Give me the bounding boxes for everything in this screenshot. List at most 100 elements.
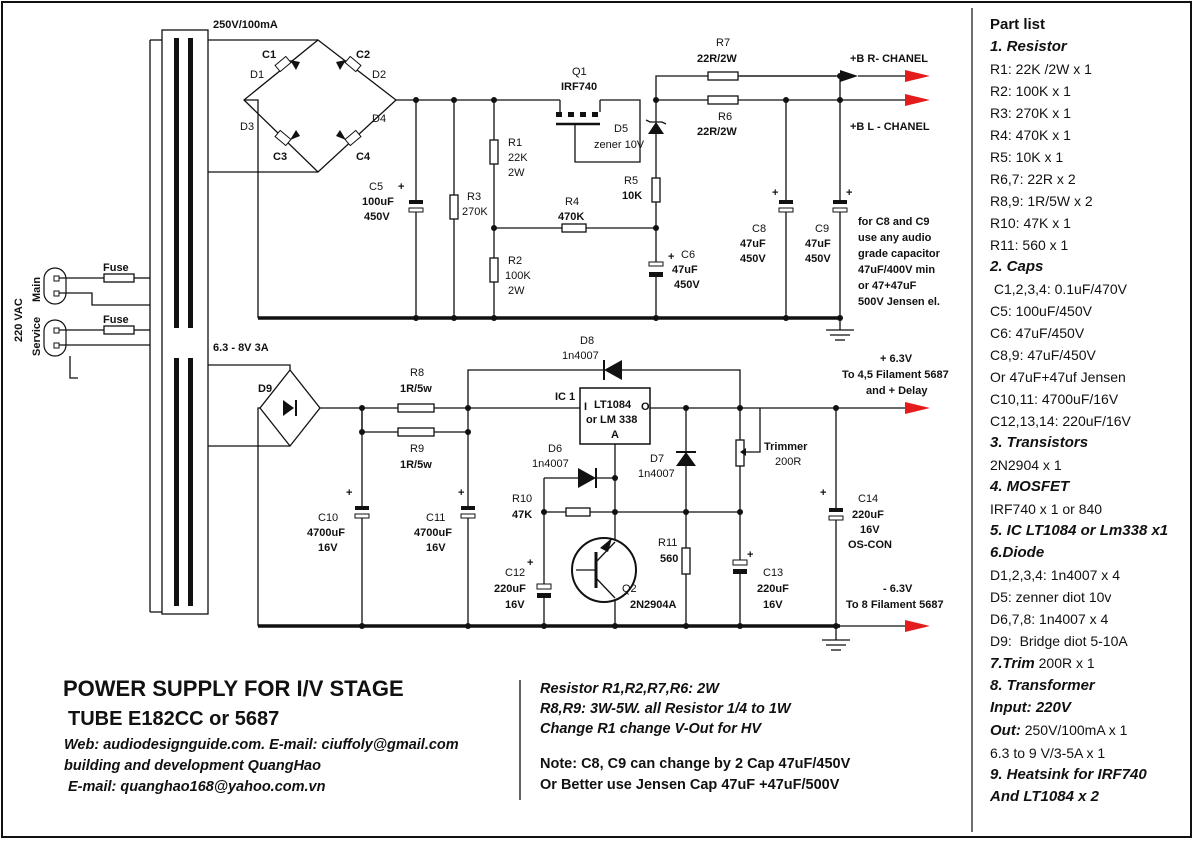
part-item: D1,2,3,4: 1n4007 x 4 [990,567,1120,583]
c10-plus: + [346,487,352,499]
fuse-main-label: Fuse [103,262,129,274]
note-line: Resistor R1,R2,R7,R6: 2W [540,681,719,697]
r4-label: R4 [565,196,579,208]
title-sub: TUBE E182CC or 5687 [68,708,280,730]
transformer-output-row: Out: 250V/100mA x 1 [990,719,1190,742]
ic1-part: LT1084 [594,399,632,411]
out-minus63-label: - 6.3V [883,583,913,595]
trimmer-value: 200R [775,456,801,468]
output-arrow-r [905,70,930,82]
d5-label: D5 [614,123,628,135]
r7-resistor [707,71,739,81]
c13-voltage: 16V [763,599,783,611]
c9-value: 47uF [805,238,831,250]
c13-plus: + [747,549,753,561]
part-item: R5: 10K x 1 [990,149,1064,165]
d8-diode [467,360,741,408]
filament-junctions [359,405,839,629]
c8-plus: + [772,187,778,199]
out-l-label: +B L - CHANEL [850,121,930,133]
c4-label: C4 [356,151,371,163]
part-item: 2N2904 x 1 [990,457,1062,473]
c5-voltage: 450V [364,211,390,223]
c14-type: OS-CON [848,539,892,551]
transformer-output-heading: Out: [990,722,1021,739]
d5-zener [645,100,667,262]
part-item: R1: 22K /2W x 1 [990,61,1092,77]
r6-resistor [707,95,739,105]
c8-value: 47uF [740,238,766,250]
part-list: Part list 1. Resistor R1: 22K /2W x 1 R2… [990,14,1190,808]
d7-label: D7 [650,453,664,465]
r3-label: R3 [467,191,481,203]
r1-label: R1 [508,137,522,149]
ic1-suffix: A [611,429,619,441]
d7-value: 1n4007 [638,468,675,480]
q1-label: Q1 [572,66,587,78]
c6-capacitor [648,261,664,318]
out-plus63-label: + 6.3V [880,353,913,365]
c14-voltage: 16V [860,524,880,536]
diode-heading: 6.Diode [990,544,1045,561]
part-item: R4: 470K x 1 [990,127,1071,143]
c5-capacitor [408,100,424,318]
part-item: D9: Bridge diot 5-10A [990,633,1128,649]
out-plus63-desc: To 4,5 Filament 5687 [842,369,949,381]
mosfet-heading: 4. MOSFET [990,478,1070,495]
trim-row: 7.Trim 200R x 1 [990,652,1190,675]
ic1-part-alt: or LM 338 [586,414,637,426]
r9-label: R9 [410,443,424,455]
c12-capacitor [536,583,552,626]
c10-value: 4700uF [307,527,345,539]
transformer-input: Input: 220V [990,699,1071,716]
heatsink-heading: 9. Heatsink for IRF740 [990,766,1147,783]
transformer [149,29,209,615]
r4-value: 470K [558,211,584,223]
r10-label: R10 [512,493,532,505]
cap-note-line: 500V Jensen el. [858,296,940,308]
part-item: R2: 100K x 1 [990,83,1071,99]
hv-winding-label: 250V/100mA [213,19,278,31]
c2-label: C2 [356,49,370,61]
fuse-service [103,325,135,335]
part-item: R11: 560 x 1 [990,237,1069,253]
d9-label: D9 [258,383,272,395]
d6-label: D6 [548,443,562,455]
q2-transistor [571,537,637,603]
c14-label: C14 [858,493,878,505]
part-item: C6: 47uF/450V [990,325,1085,341]
r1-r2-divider [489,100,656,318]
part-list-title: Part list [990,16,1046,33]
cap-note-line: use any audio [858,232,932,244]
r9-value: 1R/5w [400,459,432,471]
r8-label: R8 [410,367,424,379]
c14-plus: + [820,487,826,499]
ic1-pin-out: O [641,401,650,413]
service-label: Service [31,317,43,356]
r11-label: R11 [658,537,677,549]
r3-resistor [449,100,459,318]
r1-wattage: 2W [508,167,525,179]
part-item: C12,13,14: 220uF/16V [990,413,1131,429]
part-item: C5: 100uF/450V [990,303,1092,319]
cap-note: for C8 and C9 use any audio grade capaci… [858,216,941,308]
part-item: C10,11: 4700uF/16V [990,391,1119,407]
part-item: C8,9: 47uF/450V [990,347,1096,363]
info-web: Web: audiodesignguide.com. E-mail: ciuff… [64,737,459,753]
r3-value: 270K [462,206,488,218]
d4-label: D4 [372,113,386,125]
r10-value: 47K [512,509,532,521]
output-arrow-plus63 [905,402,930,414]
r8-value: 1R/5w [400,383,432,395]
c9-plus: + [846,187,852,199]
hv-bridge-rectifier [208,39,416,318]
d2-label: D2 [372,69,386,81]
q1-mosfet [556,100,601,134]
r11-value: 560 [660,553,678,565]
d5-value: zener 10V [594,139,645,151]
part-item: D5: zenner diot 10v [990,589,1112,605]
part-item: C1,2,3,4: 0.1uF/470V [990,281,1127,297]
fuse-service-label: Fuse [103,314,129,326]
